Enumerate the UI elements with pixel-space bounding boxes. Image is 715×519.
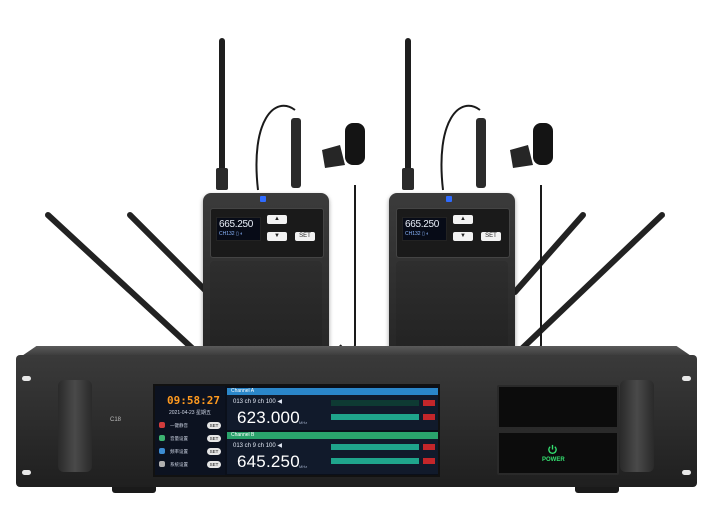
- menu-set-button[interactable]: SET: [207, 461, 221, 468]
- menu-label: 频率设置: [170, 449, 188, 454]
- pack-body: [396, 261, 508, 349]
- tx-lcd: 665.250 CH132 ▯ ◐: [402, 217, 447, 241]
- menu-set-button[interactable]: SET: [207, 435, 221, 442]
- mute-icon: [159, 422, 165, 428]
- channel-status: 013 ch 9 ch 100 ◀: [233, 443, 282, 449]
- status-led: [446, 196, 452, 202]
- down-button[interactable]: ▼: [267, 232, 287, 241]
- menu-item-frequency[interactable]: 频率设置 SET: [159, 446, 223, 457]
- control-panel: 665.250 CH132 ▯ ◐ ▲ ▼ SET: [210, 208, 324, 258]
- down-button[interactable]: ▼: [453, 232, 473, 241]
- channel-status: 013 ch 9 ch 100 ◀: [233, 399, 282, 405]
- status-led: [260, 196, 266, 202]
- rf-meter: [331, 400, 419, 406]
- af-meter: [331, 458, 419, 464]
- up-button[interactable]: ▲: [267, 215, 287, 224]
- gear-icon: [159, 461, 165, 467]
- channel-header: Channel A: [227, 388, 438, 395]
- brand-logo: C18: [110, 417, 122, 423]
- rack-handle-left: [58, 380, 92, 472]
- menu-set-button[interactable]: SET: [207, 448, 221, 455]
- connectors: [291, 118, 486, 188]
- menu-label: 音量设置: [170, 436, 188, 441]
- menu-item-mute[interactable]: 一键静音 SET: [159, 420, 223, 431]
- frequency-unit: MHz: [299, 464, 308, 469]
- tx-frequency: 665.250: [405, 219, 440, 230]
- menu-item-system[interactable]: 系统设置 SET: [159, 459, 223, 470]
- up-button[interactable]: ▲: [453, 215, 473, 224]
- channel-header: Channel B: [227, 432, 438, 439]
- af-meter-peak: [423, 414, 435, 420]
- receiver-display[interactable]: 09:58:27 2021-04-23 星期五 一键静音 SET 音量设置 SE…: [153, 384, 440, 477]
- ir-window: [497, 385, 619, 429]
- rack-handle-right: [620, 380, 654, 472]
- rf-meter-peak: [423, 444, 435, 450]
- menu-label: 一键静音: [170, 423, 188, 428]
- menu-set-button[interactable]: SET: [207, 422, 221, 429]
- power-label: POWER: [542, 457, 565, 463]
- tx-frequency: 665.250: [219, 219, 254, 230]
- lavalier-mics: [322, 123, 553, 168]
- channel-frequency: 623.000: [237, 408, 300, 427]
- set-button[interactable]: SET: [295, 232, 315, 241]
- rack-ear-hole: [682, 376, 691, 381]
- channel-panel-a[interactable]: Channel A 013 ch 9 ch 100 ◀ 623.000 MHz: [227, 388, 438, 430]
- power-icon[interactable]: [547, 444, 558, 455]
- menu-label: 系统设置: [170, 462, 188, 467]
- pack-body: [210, 261, 322, 349]
- bodypack-transmitter-1: 665.250 CH132 ▯ ◐ ▲ ▼ SET: [203, 193, 329, 355]
- channel-frequency: 645.250: [237, 452, 300, 471]
- rack-antennas: [45, 212, 665, 363]
- tx-channel-info: CH132 ▯ ◐: [405, 231, 430, 237]
- bodypack-transmitter-2: 665.250 CH132 ▯ ◐ ▲ ▼ SET: [389, 193, 515, 355]
- rack-ear-hole: [22, 470, 31, 475]
- tx-lcd: 665.250 CH132 ▯ ◐: [216, 217, 261, 241]
- menu-item-volume[interactable]: 音量设置 SET: [159, 433, 223, 444]
- volume-icon: [159, 435, 165, 441]
- rack-foot: [112, 487, 156, 493]
- display-sidebar: 09:58:27 2021-04-23 星期五 一键静音 SET 音量设置 SE…: [155, 386, 225, 475]
- tx-channel-info: CH132 ▯ ◐: [219, 231, 244, 237]
- date: 2021-04-23 星期五: [169, 410, 211, 416]
- set-button[interactable]: SET: [481, 232, 501, 241]
- frequency-icon: [159, 448, 165, 454]
- power-window[interactable]: [497, 431, 619, 475]
- af-meter-peak: [423, 458, 435, 464]
- clock: 09:58:27: [167, 394, 220, 407]
- rack-ear-hole: [22, 376, 31, 381]
- channel-panel-b[interactable]: Channel B 013 ch 9 ch 100 ◀ 645.250 MHz: [227, 432, 438, 474]
- control-panel: 665.250 CH132 ▯ ◐ ▲ ▼ SET: [396, 208, 510, 258]
- pack-antennas: [216, 38, 414, 190]
- af-meter: [331, 414, 419, 420]
- rack-ear-hole: [682, 470, 691, 475]
- frequency-unit: MHz: [299, 420, 308, 425]
- rf-meter-peak: [423, 400, 435, 406]
- rack-foot: [575, 487, 619, 493]
- rf-meter: [331, 444, 419, 450]
